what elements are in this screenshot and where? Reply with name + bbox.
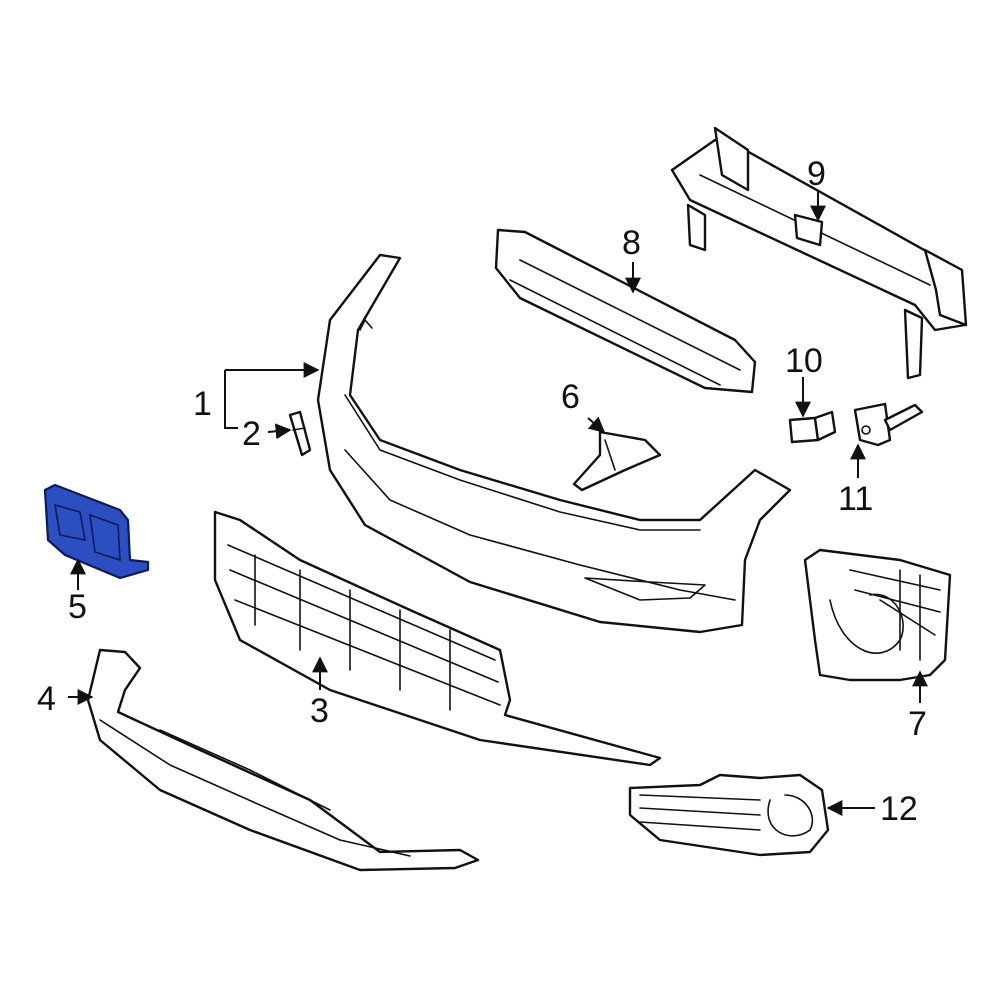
callout-10: 10 [785,342,823,380]
callout-3: 3 [310,692,329,730]
callout-9: 9 [807,155,826,193]
part-3-lower-grille[interactable] [213,510,662,767]
callout-7: 7 [908,705,927,743]
part-5-highlighted-bracket[interactable] [43,483,150,580]
part-6-bracket[interactable] [572,430,662,492]
callout-leaders [68,190,928,816]
callout-5: 5 [68,588,87,626]
callout-2: 2 [242,415,261,453]
part-12-fog-lamp-trim[interactable] [628,773,830,857]
part-4-lower-valance[interactable] [86,648,480,872]
part-11-mounting-bracket[interactable] [853,402,924,447]
callout-1: 1 [193,385,212,423]
part-10-sensor[interactable] [788,410,837,444]
part-9-reinforcement-bar[interactable] [670,126,968,380]
callout-8: 8 [622,224,641,262]
callout-4: 4 [37,680,56,718]
part-8-energy-absorber[interactable] [494,228,757,394]
part-2-clip[interactable] [288,410,312,457]
callout-11: 11 [838,480,873,518]
callout-12: 12 [880,790,918,828]
callout-6: 6 [561,378,580,416]
part-1-bumper-cover[interactable] [316,253,792,634]
part-7-side-grille[interactable] [803,548,952,682]
